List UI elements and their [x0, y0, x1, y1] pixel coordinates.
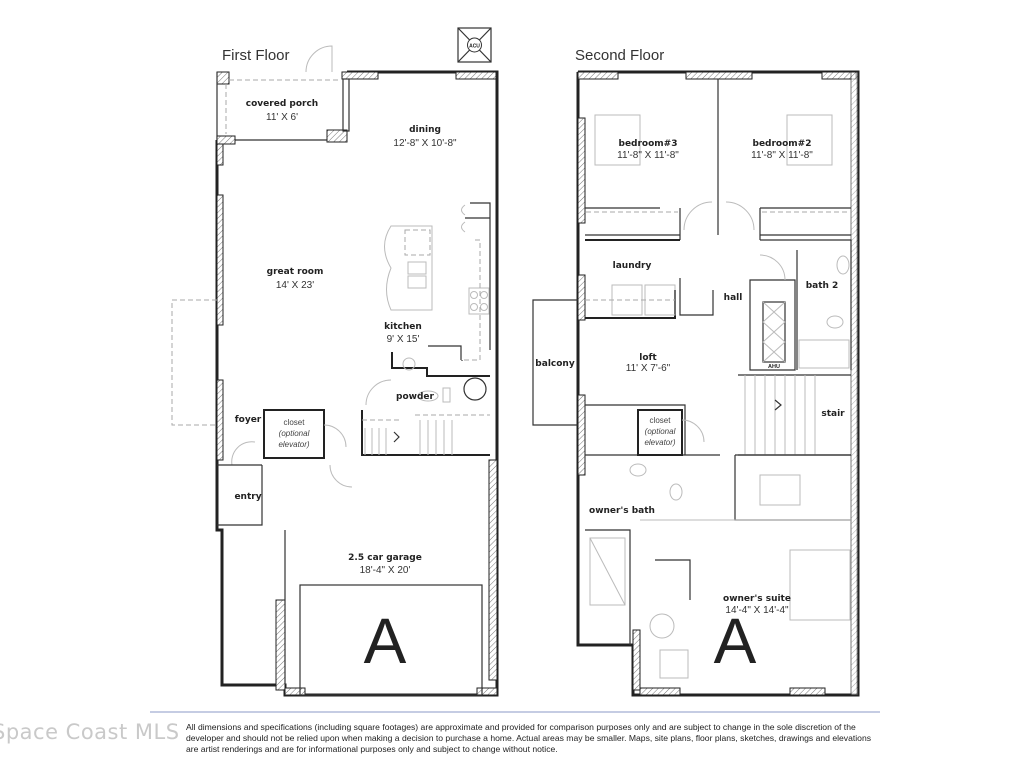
bath2-label: bath 2: [806, 281, 839, 291]
first-floor-plan: First Floor ACU: [171, 27, 499, 697]
closet2-note-2: elevator): [644, 438, 675, 447]
covered-porch-size: 11' X 6': [266, 112, 298, 123]
elevation-letter-second: A: [714, 605, 757, 677]
balcony-label: balcony: [535, 359, 575, 369]
garage-size: 18'-4" X 20': [360, 565, 411, 576]
footer-divider: [150, 711, 880, 713]
disclaimer-text: All dimensions and specifications (inclu…: [186, 722, 872, 754]
laundry-label: laundry: [613, 261, 652, 271]
great-room-size: 14' X 23': [276, 280, 314, 291]
second-floor-plan: Second Floor AHU: [532, 47, 860, 697]
acu-unit: ACU: [457, 27, 492, 63]
great-room-label: great room: [267, 267, 324, 277]
acu-label: ACU: [469, 44, 480, 50]
closet-label: closet: [284, 418, 306, 427]
foyer-label: foyer: [235, 415, 262, 425]
powder-label: powder: [396, 392, 434, 402]
closet2-label: closet: [650, 416, 672, 425]
loft-size: 11' X 7'-6": [626, 363, 671, 374]
first-floor-title: First Floor: [222, 47, 290, 64]
covered-porch-label: covered porch: [246, 99, 318, 109]
bedroom3-size: 11'-8" X 11'-8": [617, 150, 679, 161]
bedroom3-label: bedroom#3: [619, 139, 678, 149]
garage-label: 2.5 car garage: [348, 553, 422, 563]
closet2-note-1: (optional: [645, 427, 676, 436]
kitchen-label: kitchen: [384, 322, 422, 332]
bedroom2-label: bedroom#2: [753, 139, 812, 149]
owners-bath-label: owner's bath: [589, 506, 655, 516]
loft-label: loft: [639, 353, 657, 363]
closet-note-1: (optional: [279, 429, 310, 438]
mls-watermark: Space Coast MLS: [0, 720, 180, 744]
kitchen-size: 9' X 15': [387, 334, 420, 345]
elevation-letter-first: A: [364, 605, 407, 677]
stair-label: stair: [821, 409, 845, 419]
entry-label: entry: [234, 492, 261, 502]
owners-suite-label: owner's suite: [723, 594, 791, 604]
porch-door-swing: [305, 45, 333, 73]
ahu-label: AHU: [768, 364, 780, 370]
second-floor-title: Second Floor: [575, 47, 664, 64]
dining-label: dining: [409, 125, 441, 135]
closet-note-2: elevator): [278, 440, 309, 449]
hall-label: hall: [724, 293, 743, 303]
bedroom2-size: 11'-8" X 11'-8": [751, 150, 813, 161]
dining-size: 12'-8" X 10'-8": [393, 138, 457, 149]
owners-suite-size: 14'-4" X 14'-4": [725, 605, 789, 616]
